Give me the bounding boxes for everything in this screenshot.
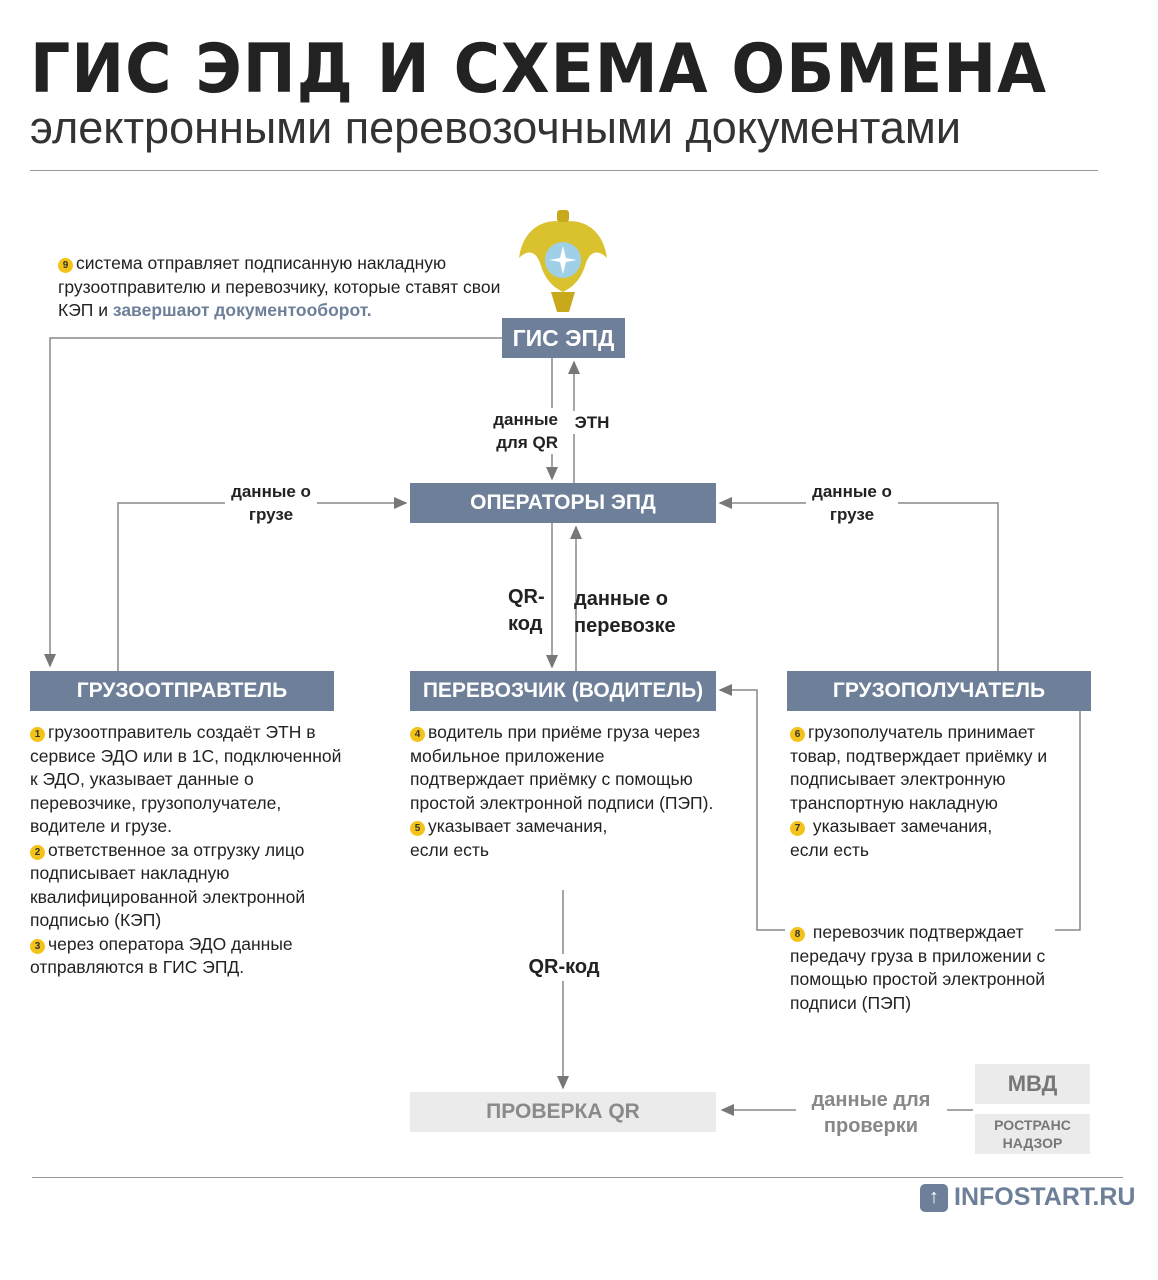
gis-epd-box: ГИС ЭПД bbox=[502, 318, 625, 358]
page-subtitle: электронными перевозочными документами bbox=[30, 102, 961, 153]
arrow-note8-to-carrier bbox=[718, 684, 785, 931]
step-badge: 6 bbox=[790, 727, 805, 742]
note-text: перевозчик подтверждает передачу груза в… bbox=[790, 922, 1046, 1013]
note-7: 7 указывает замечания, если есть bbox=[790, 815, 1030, 862]
note-text: система отправляет подписанную накладную… bbox=[58, 253, 501, 320]
step-badge: 4 bbox=[410, 727, 425, 742]
emblem-icon bbox=[519, 210, 607, 312]
step-badge: 1 bbox=[30, 727, 45, 742]
note-text: грузоотправитель создаёт ЭТН в сервисе Э… bbox=[30, 722, 342, 836]
label-etn: ЭТН bbox=[572, 411, 612, 434]
note-text: указывает замечания, если есть bbox=[410, 816, 608, 860]
recipient-box: ГРУЗОПОЛУЧАТЕЛЬ bbox=[787, 671, 1091, 711]
rostransnadzor-box: РОСТРАНС НАДЗОР bbox=[975, 1114, 1090, 1154]
label-qr-code: QR- код bbox=[508, 586, 545, 635]
line-recipient-to-note8 bbox=[1055, 711, 1081, 931]
footer-divider bbox=[32, 1177, 1123, 1178]
operators-box: ОПЕРАТОРЫ ЭПД bbox=[410, 483, 716, 523]
arrow-shipper-to-operators bbox=[117, 497, 408, 671]
qr-check-box: ПРОВЕРКА QR bbox=[410, 1092, 716, 1132]
note-text: водитель при приёме груза через мобильно… bbox=[410, 722, 714, 813]
label-cargo-data-right: данные о грузе bbox=[806, 480, 898, 526]
step-badge: 8 bbox=[790, 927, 805, 942]
note-text: указывает замечания, если есть bbox=[790, 816, 993, 860]
mvd-box: МВД bbox=[975, 1064, 1090, 1104]
arrow-recipient-to-operators bbox=[718, 497, 999, 671]
brand-logo: ↑ INFOSTART.RU bbox=[920, 1183, 1135, 1212]
note-text: через оператора ЭДО данные отправляются … bbox=[30, 933, 293, 978]
page-title: ГИС ЭПД И СХЕМА ОБМЕНА bbox=[30, 30, 1047, 109]
carrier-box: ПЕРЕВОЗЧИК (ВОДИТЕЛЬ) bbox=[410, 671, 716, 711]
step-badge: 3 bbox=[30, 938, 45, 954]
arrow-gis-to-shipper bbox=[44, 337, 502, 668]
note-accent: завершают документооборот. bbox=[112, 300, 372, 320]
step-badge: 2 bbox=[30, 844, 45, 860]
step-badge: 5 bbox=[410, 821, 425, 836]
step-badge: 7 bbox=[790, 821, 805, 836]
divider bbox=[30, 170, 1098, 171]
note-text: грузополучатель принимает товар, подтвер… bbox=[790, 722, 1048, 813]
infostart-logo-icon: ↑ bbox=[920, 1183, 948, 1212]
label-check-data: данные для проверки bbox=[796, 1087, 946, 1139]
shipper-box: ГРУЗООТПРАВТЕЛЬ bbox=[30, 671, 334, 711]
note-8: 8 перевозчик подтверждает передачу груза… bbox=[790, 921, 1090, 1015]
label-data-for-qr: данные для QR bbox=[478, 408, 558, 454]
label-transport-data: данные о перевозке bbox=[574, 588, 676, 637]
brand-name: INFOSTART.RU bbox=[954, 1183, 1136, 1211]
label-cargo-data-left: данные о грузе bbox=[225, 480, 317, 526]
label-qr-code-bottom: QR-код bbox=[522, 954, 606, 981]
step-badge: 9 bbox=[58, 258, 73, 273]
note-text: ответственное за отгрузку лицо подписыва… bbox=[30, 839, 306, 931]
